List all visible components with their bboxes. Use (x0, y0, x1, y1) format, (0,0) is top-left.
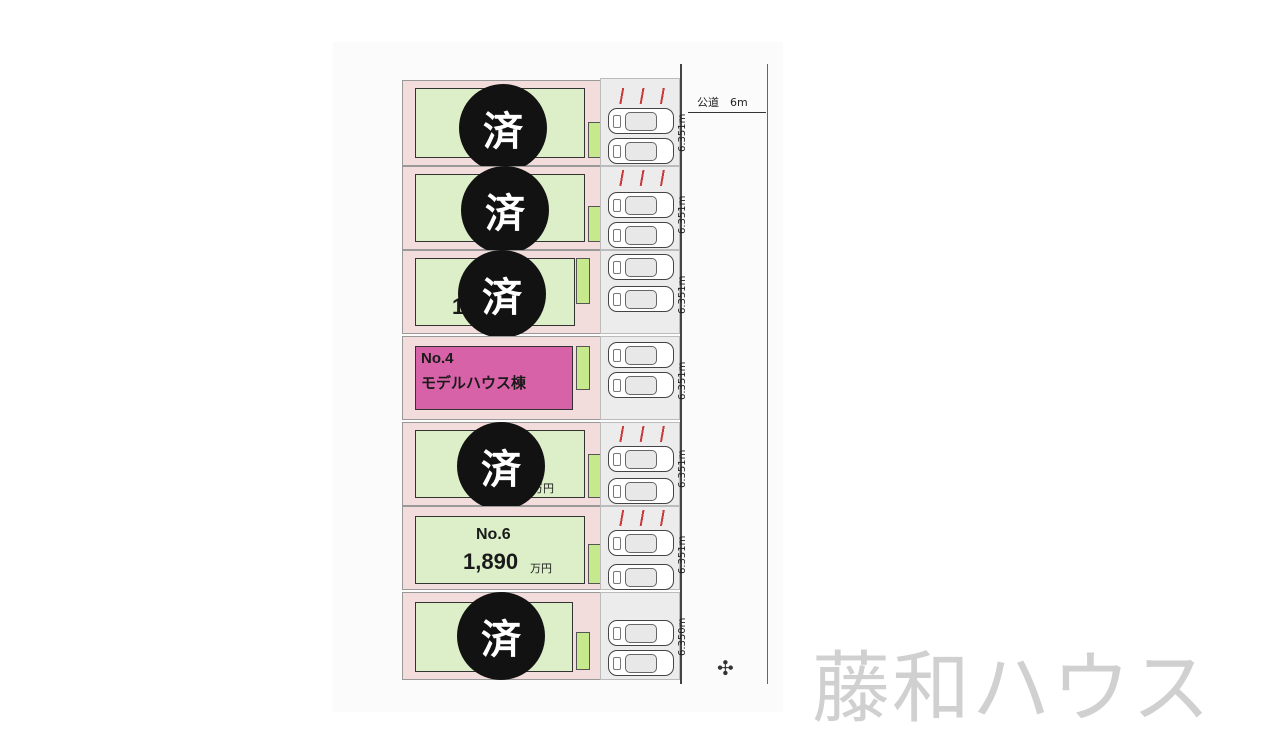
garden-3 (576, 258, 590, 304)
sold-badge-1: 済 (459, 84, 547, 172)
parking-stripes-6 (612, 510, 672, 526)
road-label: 公道 6m (697, 96, 748, 109)
car-3a (608, 254, 674, 280)
car-7b (608, 650, 674, 676)
car-6b (608, 564, 674, 590)
dimension-label-3: 6.351m (677, 275, 688, 315)
sold-badge-2: 済 (461, 166, 549, 254)
garden-4 (576, 346, 590, 390)
compass-icon: ✣ (717, 656, 734, 680)
lot-6-price: 1,890 (463, 549, 519, 574)
road-width-arrow (688, 112, 766, 113)
dimension-label-1: 6.351m (677, 113, 688, 153)
garden-7 (576, 632, 590, 670)
parking-stripes-1 (612, 88, 672, 104)
model-house-number: No.4 (421, 350, 454, 367)
brand-watermark: 藤和ハウス (812, 644, 1213, 734)
dimension-label-2: 6.351m (677, 195, 688, 235)
car-7a (608, 620, 674, 646)
car-2a (608, 192, 674, 218)
car-6a (608, 530, 674, 556)
parking-stripes-5 (612, 426, 672, 442)
sold-badge-5: 済 (457, 422, 545, 510)
lot-6-price-unit: 万円 (530, 562, 552, 575)
car-4a (608, 342, 674, 368)
car-1a (608, 108, 674, 134)
car-5b (608, 478, 674, 504)
sold-badge-3: 済 (458, 250, 546, 338)
parking-stripes-2 (612, 170, 672, 186)
dimension-label-6: 6.351m (677, 535, 688, 575)
car-3b (608, 286, 674, 312)
car-1b (608, 138, 674, 164)
car-2b (608, 222, 674, 248)
house-6 (415, 516, 585, 584)
dimension-label-4: 6.351m (677, 361, 688, 401)
sold-badge-7: 済 (457, 592, 545, 680)
dimension-label-5: 6.351m (677, 449, 688, 489)
dimension-label-7: 6.350m (677, 617, 688, 657)
public-road (680, 64, 768, 684)
model-house (415, 346, 573, 410)
lot-6-number: No.6 (476, 526, 511, 543)
car-5a (608, 446, 674, 472)
car-4b (608, 372, 674, 398)
model-house-label: モデルハウス棟 (421, 374, 527, 392)
